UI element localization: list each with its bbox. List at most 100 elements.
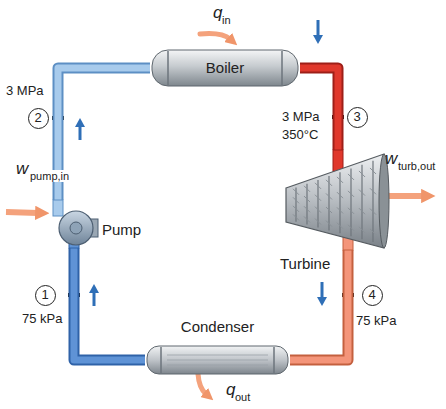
energy-symbol: w [385, 150, 397, 169]
turbine-blade [326, 207, 332, 213]
turbine-blade [359, 208, 365, 214]
turbine-blade [370, 168, 376, 174]
state-value: 75 kPa [356, 314, 396, 328]
state-circle: 2 [28, 108, 49, 129]
condenser-tube [167, 365, 268, 366]
state-value: 350°C [282, 128, 318, 142]
turbine-blade [304, 196, 310, 202]
pump-symbol [50, 200, 98, 248]
turbine-blade [304, 216, 310, 222]
subscript-text: pump,in [29, 170, 70, 182]
state-value: 3 MPa [6, 84, 44, 98]
flow-arrowhead [75, 118, 85, 127]
turbine-blade [348, 191, 354, 197]
turbine-symbol [276, 150, 386, 250]
turbine-blade [337, 207, 343, 213]
boiler-flange [281, 51, 283, 85]
turbine-blade [348, 208, 354, 214]
flow-arrow-shaft [93, 292, 96, 306]
turbine-blade [326, 180, 332, 186]
pipe-core [58, 68, 150, 200]
turbine-blade-row [372, 161, 373, 242]
turbine-unit: Turbine [276, 150, 386, 250]
turbine-blade [326, 221, 332, 227]
subscript-text: out [235, 391, 250, 403]
turbine-blade-row [350, 168, 351, 236]
turbine-blade [370, 229, 376, 235]
turbine-blade [370, 188, 376, 194]
turbine-blade [304, 206, 310, 212]
pipe-core [74, 248, 145, 360]
condenser-flange [160, 347, 162, 373]
turbine-blade-row [361, 165, 362, 240]
turbine-blade-row [328, 176, 329, 230]
state-number: 3 [353, 110, 360, 124]
turbine-blade [315, 219, 321, 225]
turbine-blade [337, 177, 343, 183]
state-number: 2 [34, 111, 41, 125]
turbine-blade [293, 206, 299, 212]
turbine-casing [286, 154, 384, 248]
turbine-blade-row [317, 180, 318, 228]
pump-eye [70, 222, 82, 234]
work-in-arrow [6, 212, 38, 213]
state-value: 3 MPa [282, 110, 320, 124]
turbine-blade [293, 189, 299, 195]
turbine-blade [348, 174, 354, 180]
turbine-blade [315, 207, 321, 213]
heat-in-arrow [200, 34, 230, 39]
boiler-unit: Boiler [150, 46, 300, 90]
state-circle: 1 [35, 285, 56, 306]
boiler-flange [167, 51, 169, 85]
energy-symbol: q [226, 381, 235, 400]
turbine-blade [359, 190, 365, 196]
pipe-connector [74, 248, 145, 360]
condenser-tube [167, 360, 268, 361]
condenser-flange [273, 347, 275, 373]
condenser-tube [167, 355, 268, 356]
turbine-blade [337, 223, 343, 229]
boiler-drum [152, 50, 298, 86]
turbine-blade [304, 186, 310, 192]
turbine-blade [348, 225, 354, 231]
turbine-blade [315, 183, 321, 189]
state-number: 4 [368, 288, 375, 302]
turbine-blade [337, 192, 343, 198]
state-circle: 4 [362, 285, 383, 306]
pump-outlet [53, 200, 63, 216]
turbine-end [379, 154, 389, 248]
state-number: 1 [41, 288, 48, 302]
pipe-wall [58, 68, 150, 200]
flow-arrow-shaft [317, 20, 320, 36]
heat-out-arrow [198, 374, 206, 394]
turbine-blade [370, 209, 376, 215]
flow-arrowhead [89, 284, 99, 293]
subscript-text: in [222, 14, 231, 26]
flow-arrowhead [313, 35, 323, 44]
component-name: Condenser [181, 319, 254, 336]
subscript-text: turb,out [398, 160, 435, 172]
pump-unit: Pump [50, 200, 98, 248]
energy-symbol: w [16, 160, 28, 179]
turbine-blade [293, 197, 299, 203]
pipe-connector [58, 68, 150, 200]
turbine-blade [293, 214, 299, 220]
component-name: Pump [102, 222, 141, 239]
condenser-symbol [145, 343, 290, 377]
component-name: Boiler [206, 60, 244, 77]
work-out-arrow [384, 193, 424, 199]
state-value: 75 kPa [22, 312, 62, 326]
turbine-blade [326, 193, 332, 199]
flow-arrow-shaft [321, 282, 324, 298]
turbine-blade-row [339, 172, 340, 233]
component-name: Turbine [280, 256, 330, 273]
flow-arrow-shaft [79, 126, 82, 140]
turbine-blade [359, 227, 365, 233]
turbine-blade [359, 171, 365, 177]
pump-volute [59, 211, 93, 245]
energy-symbol: q [213, 4, 222, 23]
flow-arrowhead [317, 297, 327, 306]
turbine-blade [315, 195, 321, 201]
state-circle: 3 [347, 107, 368, 128]
